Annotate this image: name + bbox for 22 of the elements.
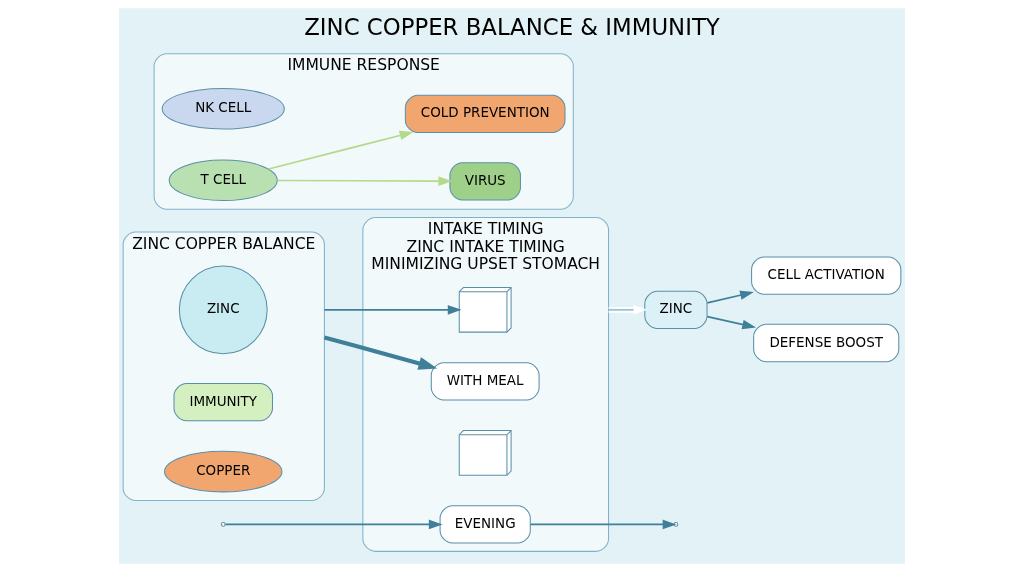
node-box: IMMUNITY bbox=[173, 382, 273, 422]
arrow bbox=[529, 519, 677, 530]
node-box: CELL ACTIVATION bbox=[751, 256, 902, 295]
arrow bbox=[706, 290, 754, 304]
node-box: COLD PREVENTION bbox=[404, 94, 566, 134]
node-box: ZINC bbox=[644, 290, 708, 329]
node-box: WITH MEAL bbox=[430, 362, 540, 401]
arrow bbox=[224, 519, 443, 530]
node-circle: ZINC bbox=[178, 265, 268, 355]
diagram-title: ZINC COPPER BALANCE & IMMUNITY bbox=[304, 13, 720, 40]
node-ellipse: NK CELL bbox=[161, 87, 285, 130]
node-ellipse: COPPER bbox=[164, 450, 283, 493]
arrow bbox=[276, 176, 453, 186]
node-box: EVENING bbox=[439, 505, 531, 544]
arrow bbox=[607, 305, 648, 315]
arrow bbox=[323, 335, 438, 370]
node-box: VIRUS bbox=[449, 162, 521, 201]
node-box: DEFENSE BOOST bbox=[753, 323, 900, 363]
node-ellipse: T CELL bbox=[168, 159, 278, 202]
arrow bbox=[267, 130, 414, 170]
arrow bbox=[706, 315, 756, 330]
arrow bbox=[323, 305, 462, 315]
